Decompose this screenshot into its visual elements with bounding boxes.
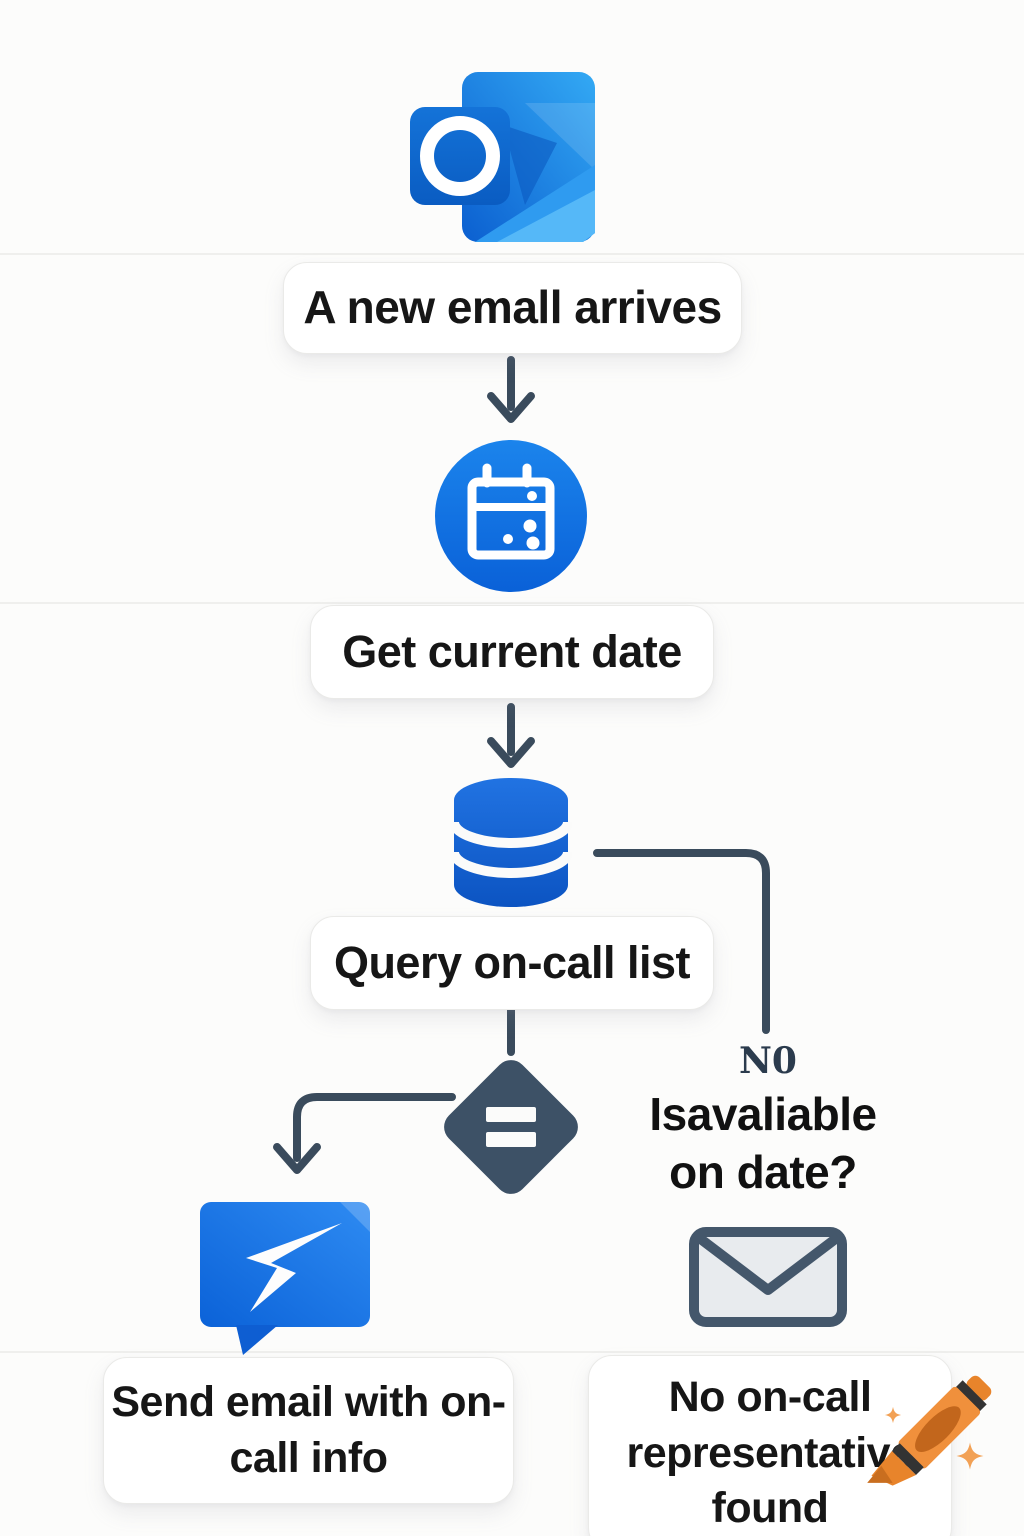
step-label-send-email: Send email with on-call info [103,1357,514,1504]
step-label-new-email: A new emall arrives [283,262,742,354]
artifact-line [0,253,1024,255]
outlook-icon [405,65,605,250]
decision-question-line1: Isavaliable [649,1088,877,1140]
equals-diamond-icon [444,1060,578,1194]
database-icon [449,775,573,910]
crayon-emoji-icon [828,1362,1018,1522]
step-label-no-rep: No on-call representative found [588,1355,952,1536]
calendar-icon [435,440,587,592]
connector-database-to-no-branch [593,849,770,1034]
decision-question: Isavaliable on date? [638,1086,888,1202]
arrow-email-to-calendar [487,356,535,423]
step-label-text: No on-call representative found [626,1372,915,1533]
arrow-diamond-to-send-email [273,1093,456,1174]
branch-no-label: N0 [739,1040,797,1082]
envelope-icon [688,1226,848,1328]
step-label-text: Get current date [342,625,682,677]
step-label-text: Query on-call list [333,936,691,988]
step-label-query-oncall: Query on-call list [310,916,714,1010]
step-label-get-date: Get current date [310,605,714,699]
step-label-text: Send email with on-call info [111,1377,506,1482]
arrow-date-to-database [487,703,535,768]
step-label-text: A new emall arrives [303,281,722,334]
artifact-line [0,1351,1024,1353]
chat-lightning-icon [200,1197,378,1357]
decision-question-line2: on date? [669,1145,857,1198]
artifact-line [0,602,1024,604]
sparkle-icon [884,1406,984,1470]
